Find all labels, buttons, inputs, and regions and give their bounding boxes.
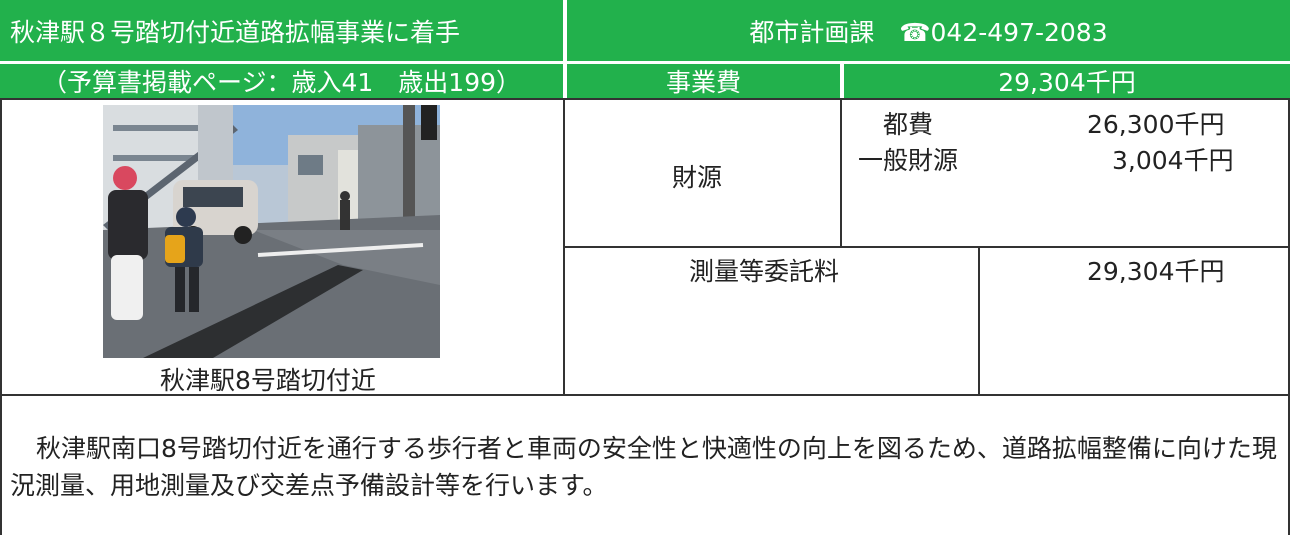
railway-crossing-photo xyxy=(103,105,440,358)
funding-source-name: 一般財源 xyxy=(858,146,959,175)
cost-label-text: 事業費 xyxy=(665,68,741,97)
project-title-text: 秋津駅８号踏切付近道路拡幅事業に着手 xyxy=(10,17,461,47)
table-border-left xyxy=(0,98,2,535)
table-divider xyxy=(840,98,842,247)
street-scene-illustration xyxy=(103,105,440,358)
project-description: 秋津駅南口8号踏切付近を通行する歩行者と車両の安全性と快適性の向上を図るため、道… xyxy=(10,434,1277,500)
funding-source-name: 都費 xyxy=(883,110,934,139)
project-title: 秋津駅８号踏切付近道路拡幅事業に着手 xyxy=(0,0,563,61)
cost-label: 事業費 xyxy=(567,64,840,98)
photo-caption: 秋津駅8号踏切付近 xyxy=(160,366,376,395)
funding-label: 財源 xyxy=(672,163,723,192)
cost-value: 29,304千円 xyxy=(844,64,1290,98)
table-border-right xyxy=(1288,98,1290,535)
table-divider xyxy=(978,246,980,395)
table-divider xyxy=(0,98,1290,100)
expense-item-name: 測量等委託料 xyxy=(689,257,840,286)
budget-page-reference: （予算書掲載ページ：歳入41 歳出199） xyxy=(0,64,563,98)
funding-source-amount: 26,300千円 xyxy=(1087,110,1225,139)
expense-item-amount: 29,304千円 xyxy=(1087,257,1225,286)
cost-value-text: 29,304千円 xyxy=(998,68,1136,97)
department-contact: 都市計画課 ☎042-497-2083 xyxy=(567,0,1290,61)
funding-source-amount: 3,004千円 xyxy=(1112,146,1234,175)
department-contact-text: 都市計画課 ☎042-497-2083 xyxy=(749,17,1108,47)
table-divider xyxy=(0,394,1290,396)
budget-page-reference-text: （予算書掲載ページ：歳入41 歳出199） xyxy=(41,68,522,97)
table-divider xyxy=(563,246,1290,248)
